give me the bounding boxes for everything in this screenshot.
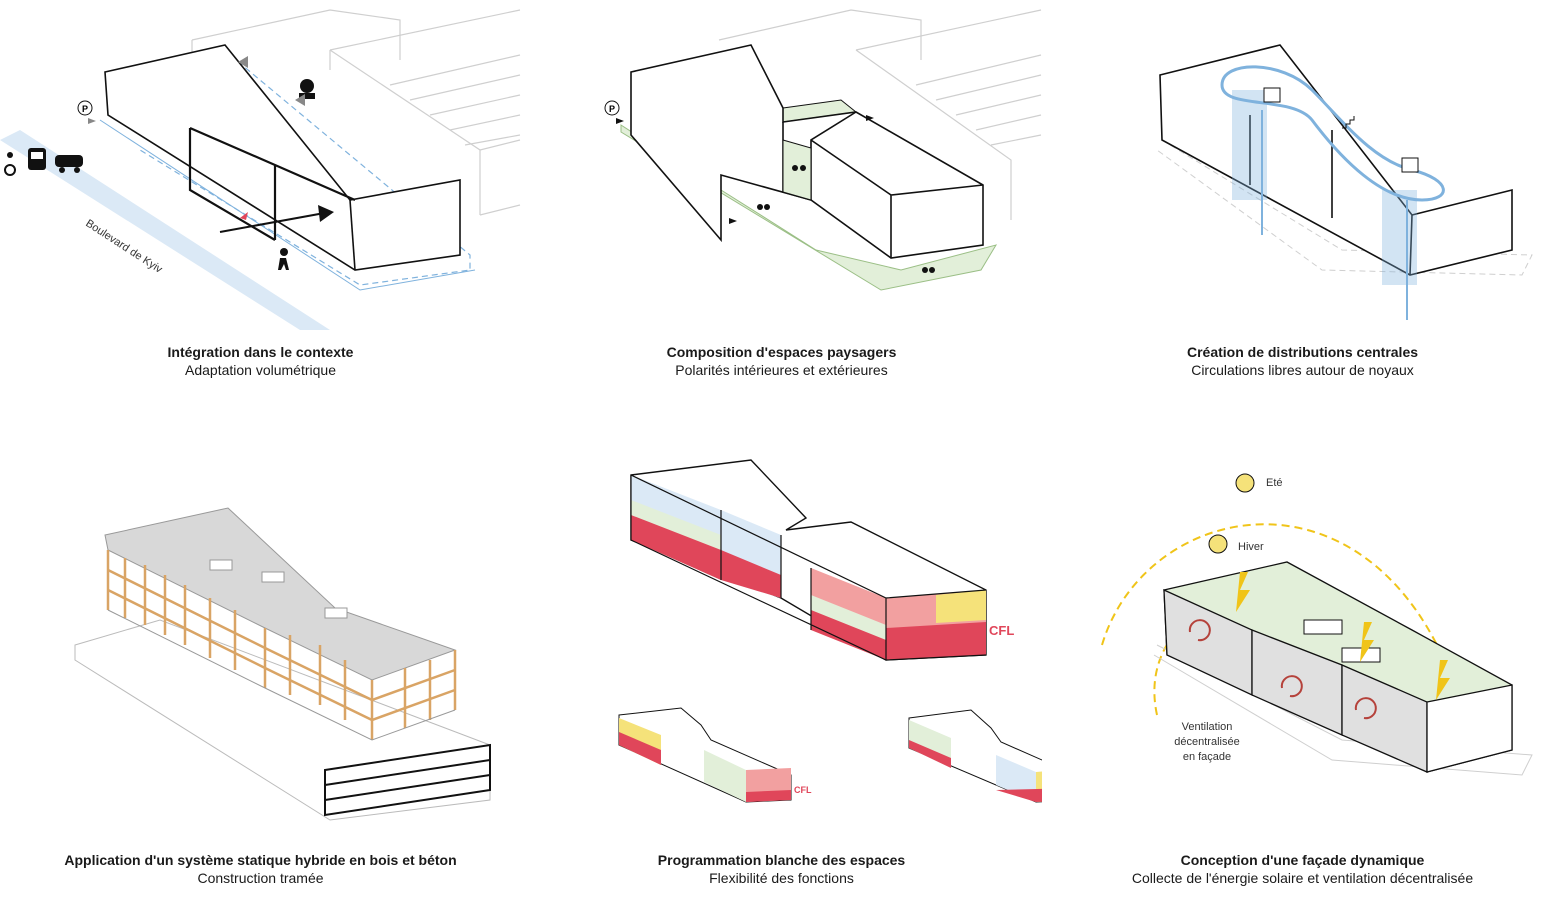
- people-icon: [792, 165, 806, 171]
- panel-structure: Application d'un système statique hybrid…: [0, 450, 521, 900]
- programming-diagram: CFL CFL CFL: [618, 459, 1042, 803]
- vent-icon-3: [1354, 697, 1377, 720]
- cfl-label: CFL: [989, 623, 1014, 638]
- skylight: [1303, 619, 1343, 635]
- panel-context-integration: P Boulevard de Kyiv Intégration dans le …: [0, 0, 521, 450]
- caption-title: Conception d'une façade dynamique: [1180, 852, 1425, 868]
- vent-icon: [1188, 619, 1211, 642]
- site-outline: [1153, 644, 1533, 776]
- solar-ray-3: [1436, 660, 1450, 700]
- caption-6: Conception d'une façade dynamique Collec…: [1042, 851, 1563, 887]
- skylight-2: [261, 571, 285, 583]
- worker-icon: [299, 79, 315, 99]
- parking-icon: [604, 100, 620, 116]
- cfl-label-2: CFL: [794, 785, 812, 795]
- caption-3: Création de distributions centrales Circ…: [1042, 343, 1563, 379]
- vent-label-line2: décentralisée: [1174, 736, 1239, 748]
- facade-diagram: Eté Hiver Ventilation décentralisée en f…: [1101, 473, 1533, 776]
- caption-subtitle: Polarités intérieures et extérieures: [675, 362, 888, 378]
- caption-subtitle: Circulations libres autour de noyaux: [1191, 362, 1414, 378]
- neighbor-buildings: [191, 9, 521, 216]
- summer-label: Eté: [1266, 477, 1283, 489]
- panel-landscape: P Composition d'espaces paysagers Polari…: [521, 0, 1042, 450]
- caption-5: Programmation blanche des espaces Flexib…: [521, 851, 1042, 887]
- parking-label: P: [609, 104, 615, 114]
- entrance-arrow-icon-2: [238, 56, 248, 68]
- orientation-arrow: [219, 211, 331, 233]
- program-volume-small-1: [618, 707, 792, 803]
- facade-volume: [1163, 561, 1513, 773]
- elevator-icon: [1263, 87, 1281, 103]
- caption-subtitle: Construction tramée: [197, 870, 324, 886]
- vent-label-line3: en façade: [1183, 751, 1231, 763]
- sun-winter-icon: [1208, 534, 1228, 554]
- parking-icon: [77, 100, 93, 116]
- roof: [104, 507, 457, 681]
- entrance-arrow-icon: [295, 94, 305, 106]
- skylight-3: [324, 607, 348, 619]
- caption-title: Application d'un système statique hybrid…: [64, 852, 457, 868]
- timber-frame: [106, 550, 457, 740]
- structure-diagram: [74, 507, 491, 821]
- vent-icon-2: [1280, 675, 1303, 698]
- panel-circulation: Création de distributions centrales Circ…: [1042, 0, 1563, 450]
- winter-label: Hiver: [1238, 541, 1264, 553]
- caption-subtitle: Flexibilité des fonctions: [709, 870, 854, 886]
- solar-ray: [1236, 572, 1250, 612]
- summer-arc: [1101, 523, 1438, 646]
- elevator-icon-2: [1401, 157, 1419, 173]
- transport-icons: [4, 148, 83, 176]
- site-outline: [1156, 139, 1533, 276]
- sun-summer-icon: [1235, 473, 1255, 493]
- parking-label: P: [82, 104, 88, 114]
- program-volume-small-2: [908, 709, 1042, 803]
- stairs-icon: [1342, 116, 1355, 129]
- caption-title: Intégration dans le contexte: [167, 344, 354, 360]
- caption-title: Programmation blanche des espaces: [657, 852, 906, 868]
- vent-label-line1: Ventilation: [1182, 721, 1233, 733]
- caption-2: Composition d'espaces paysagers Polarité…: [521, 343, 1042, 379]
- caption-subtitle: Collecte de l'énergie solaire et ventila…: [1131, 870, 1474, 886]
- panel-facade: Eté Hiver Ventilation décentralisée en f…: [1042, 450, 1563, 900]
- caption-title: Composition d'espaces paysagers: [666, 344, 897, 360]
- caption-subtitle: Adaptation volumétrique: [185, 362, 336, 378]
- caption-4: Application d'un système statique hybrid…: [0, 851, 521, 887]
- neighbor-buildings: [718, 9, 1042, 220]
- caption-1: Intégration dans le contexte Adaptation …: [0, 343, 521, 379]
- context-diagram: P Boulevard de Kyiv: [0, 9, 521, 330]
- circulation-loop: [1220, 65, 1445, 202]
- site-boundary: [139, 54, 471, 286]
- street-band: [0, 130, 330, 330]
- people-icon-2: [757, 204, 770, 210]
- ground-slab: [74, 619, 491, 821]
- panel-programming: CFL CFL CFL Programmation blanche des es…: [521, 450, 1042, 900]
- main-volume: [104, 44, 461, 271]
- pedestrian-icon: [278, 248, 289, 270]
- solar-ray-2: [1360, 622, 1374, 662]
- landscape-diagram: P: [604, 9, 1042, 291]
- circulation-diagram: [1156, 44, 1533, 320]
- caption-title: Création de distributions centrales: [1186, 344, 1419, 360]
- people-icon-3: [922, 267, 935, 273]
- core-right: [1382, 190, 1417, 285]
- basement-levels: [324, 743, 491, 817]
- program-volume-large: [630, 459, 987, 661]
- skylight: [209, 559, 233, 571]
- main-volume: [1159, 44, 1513, 276]
